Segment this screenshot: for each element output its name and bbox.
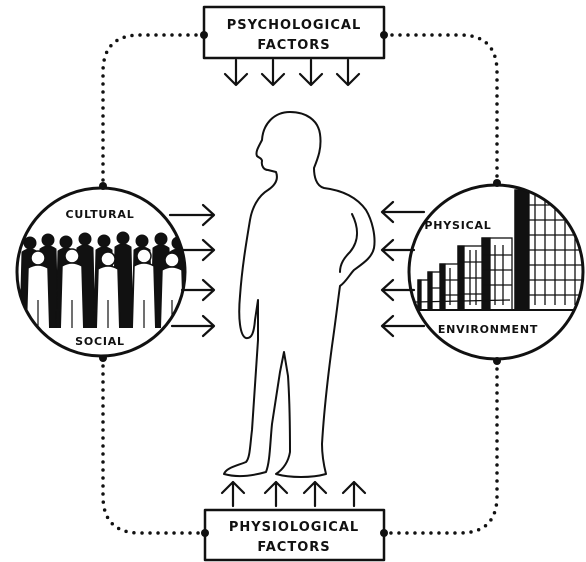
right-arrow-icon — [170, 314, 216, 338]
physiological-factors-line1: PHYSIOLOGICAL — [229, 520, 359, 535]
right-arrow-icon — [168, 203, 216, 227]
psychological-factors-box: PSYCHOLOGICAL FACTORS — [202, 5, 386, 60]
left-arrow-icon — [380, 278, 416, 302]
dotted-connector-bottom-right — [382, 359, 499, 535]
right-arrow-icon — [178, 238, 216, 262]
down-arrow-icon — [298, 58, 324, 87]
up-arrow-icon — [263, 480, 289, 508]
cultural-social-circle: CULTURAL SOCIAL — [15, 186, 187, 358]
environment-label: ENVIRONMENT — [438, 323, 538, 336]
up-arrow-icon — [341, 480, 367, 508]
right-arrow-icon — [180, 278, 216, 302]
dotted-connector-top-left — [101, 33, 206, 188]
person-arm-akimbo — [339, 213, 358, 273]
left-arrow-icon — [380, 314, 426, 338]
up-arrow-icon — [220, 480, 246, 508]
down-arrows — [223, 58, 361, 87]
left-arrows — [380, 200, 426, 338]
person-silhouette — [223, 111, 376, 478]
down-arrow-icon — [223, 58, 249, 87]
social-label: SOCIAL — [75, 335, 125, 348]
physical-environment-circle: PHYSICAL ENVIRONMENT — [407, 183, 585, 361]
physical-label: PHYSICAL — [424, 219, 491, 232]
cultural-label: CULTURAL — [65, 208, 134, 221]
dotted-connector-bottom-left — [101, 356, 207, 535]
down-arrow-icon — [335, 58, 361, 87]
psychological-factors-line1: PSYCHOLOGICAL — [227, 18, 362, 33]
up-arrows — [220, 480, 367, 508]
psychological-factors-line2: FACTORS — [257, 38, 330, 53]
left-arrow-icon — [380, 238, 416, 262]
left-arrow-icon — [380, 200, 426, 224]
physiological-factors-line2: FACTORS — [257, 540, 330, 555]
crowd-illustration — [17, 196, 185, 356]
dotted-connector-top-right — [382, 33, 499, 185]
right-arrows — [168, 203, 216, 338]
down-arrow-icon — [260, 58, 286, 87]
up-arrow-icon — [302, 480, 328, 508]
physiological-factors-box: PHYSIOLOGICAL FACTORS — [203, 508, 386, 562]
